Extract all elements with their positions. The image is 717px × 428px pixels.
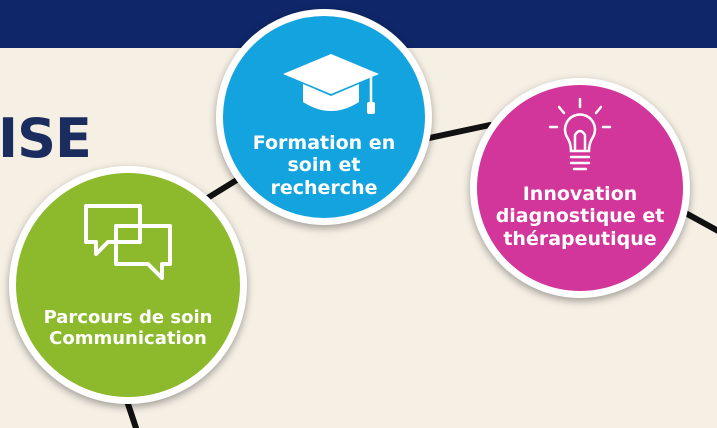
page-heading-fragment: ISE (0, 107, 92, 170)
innovation-label-line3: thérapeutique (503, 227, 657, 250)
formation-label: Formation en soin et recherche (223, 132, 425, 199)
connector-formation-innovation (417, 122, 493, 143)
formation-label-line2: soin et (287, 154, 361, 177)
circle-parcours: Parcours de soin Communication (9, 166, 247, 404)
formation-label-line1: Formation en (252, 132, 396, 154)
parcours-label: Parcours de soin Communication (16, 307, 240, 349)
innovation-label-line1: Innovation (522, 183, 638, 205)
innovation-label-line2: diagnostique et (495, 205, 665, 228)
graduation-cap-icon (279, 50, 383, 126)
circle-formation: Formation en soin et recherche (216, 9, 432, 225)
parcours-label-line1: Parcours de soin (43, 307, 213, 328)
innovation-label: Innovation diagnostique et thérapeutique (477, 183, 683, 250)
circle-innovation: Innovation diagnostique et thérapeutique (470, 78, 690, 298)
chat-bubbles-icon (80, 200, 176, 292)
parcours-label-line2: Communication (49, 328, 207, 350)
formation-label-line3: recherche (270, 176, 378, 199)
lightbulb-icon (547, 97, 613, 185)
